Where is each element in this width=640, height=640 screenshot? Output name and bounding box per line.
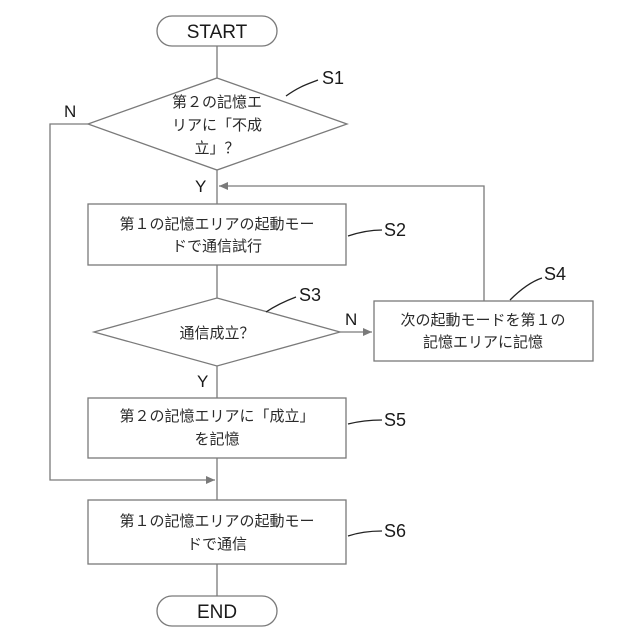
s1-no-label: N bbox=[64, 102, 76, 121]
s5-leader bbox=[348, 420, 382, 424]
s5-step-id: S5 bbox=[384, 410, 406, 430]
start-terminal: START bbox=[157, 16, 277, 46]
s1-text-line3: 立」？ bbox=[194, 139, 239, 157]
s5-text-line1: 第２の記憶エリアに「成立」 bbox=[119, 407, 314, 425]
process-s2: 第１の記憶エリアの起動モー ドで通信試行 bbox=[88, 204, 346, 265]
start-label: START bbox=[187, 22, 248, 43]
s2-leader bbox=[348, 230, 382, 236]
s6-leader bbox=[348, 531, 382, 536]
s2-step-id: S2 bbox=[384, 220, 406, 240]
s1-yes-label: Y bbox=[195, 177, 206, 196]
s6-text-line1: 第１の記憶エリアの起動モー bbox=[119, 512, 314, 530]
s3-step-id: S3 bbox=[299, 285, 321, 305]
s3-no-label: N bbox=[345, 310, 357, 329]
s4-leader bbox=[510, 278, 542, 300]
s5-text-line2: を記憶 bbox=[194, 430, 239, 448]
s3-yes-label: Y bbox=[197, 372, 208, 391]
s2-text-line1: 第１の記憶エリアの起動モー bbox=[119, 215, 314, 233]
decision-s3: 通信成立？ bbox=[94, 298, 340, 366]
s1-leader bbox=[286, 80, 318, 96]
s3-leader bbox=[266, 297, 296, 312]
s3-text-line1: 通信成立？ bbox=[179, 324, 254, 342]
decision-s1: 第２の記憶エ リアに「不成 立」？ bbox=[88, 78, 347, 170]
end-label: END bbox=[197, 602, 237, 623]
s4-text-line1: 次の起動モードを第１の bbox=[400, 311, 565, 329]
end-terminal: END bbox=[157, 596, 277, 626]
s4-step-id: S4 bbox=[544, 264, 566, 284]
s1-step-id: S1 bbox=[322, 68, 344, 88]
process-s5: 第２の記憶エリアに「成立」 を記憶 bbox=[88, 398, 346, 458]
s2-text-line2: ドで通信試行 bbox=[172, 237, 262, 255]
s6-text-line2: ドで通信 bbox=[187, 535, 247, 553]
s4-text-line2: 記憶エリアに記憶 bbox=[423, 333, 543, 351]
process-s6: 第１の記憶エリアの起動モー ドで通信 bbox=[88, 500, 346, 564]
s1-text-line1: 第２の記憶エ bbox=[172, 93, 262, 111]
s1-text-line2: リアに「不成 bbox=[172, 116, 262, 134]
s6-step-id: S6 bbox=[384, 521, 406, 541]
process-s4: 次の起動モードを第１の 記憶エリアに記憶 bbox=[374, 301, 593, 361]
